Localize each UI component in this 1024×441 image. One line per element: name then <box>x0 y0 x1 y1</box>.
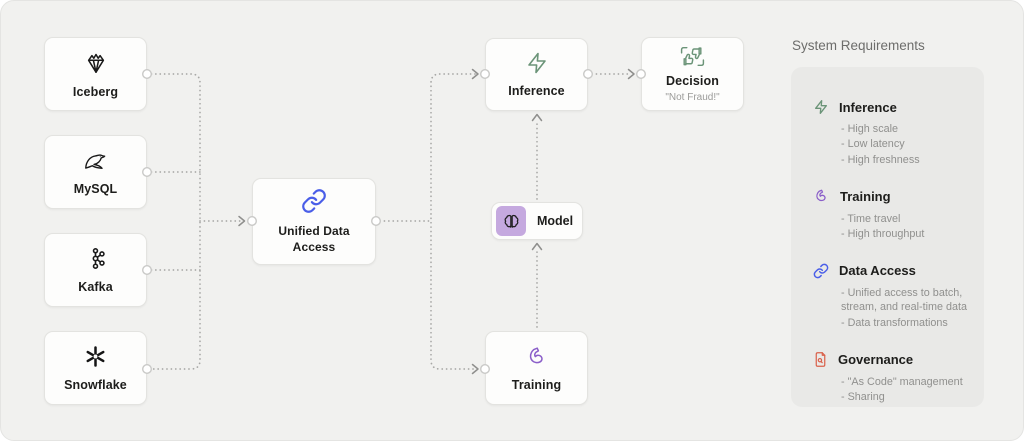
document-icon <box>813 351 828 368</box>
requirement-item: - Unified access to batch, stream, and r… <box>841 286 968 314</box>
node-label: Iceberg <box>72 84 119 99</box>
dolphin-icon <box>82 149 110 173</box>
node-label: Training <box>511 377 562 392</box>
node-sublabel: "Not Fraud!" <box>665 92 720 103</box>
muscle-icon <box>813 188 830 205</box>
section-title: Governance <box>838 351 914 367</box>
system-requirements-panel: Inference - High scale - Low latency - H… <box>791 67 984 407</box>
requirement-item: - Time travel <box>841 213 901 226</box>
link-icon <box>813 263 829 279</box>
requirement-section-inference: Inference - High scale - Low latency - H… <box>813 99 968 167</box>
brain-icon <box>502 213 521 230</box>
thumbs-decision-icon <box>679 45 706 68</box>
requirement-section-data-access: Data Access - Unified access to batch, s… <box>813 263 968 330</box>
section-title: Data Access <box>839 263 916 279</box>
node-training: Training <box>485 331 588 405</box>
snowflake-icon <box>83 344 108 369</box>
node-label: Model <box>537 214 574 228</box>
node-label: Snowflake <box>64 378 127 392</box>
kafka-icon <box>83 246 108 271</box>
iceberg-icon <box>83 50 109 76</box>
requirement-section-governance: Governance - "As Code" management - Shar… <box>813 351 968 405</box>
requirement-item: - High scale <box>841 123 899 135</box>
node-label: Unified Data Access <box>278 223 350 254</box>
requirement-section-training: Training - Time travel - High throughput <box>813 188 968 242</box>
zap-icon <box>813 99 829 115</box>
node-label: Kafka <box>78 280 113 294</box>
node-mysql: MySQL <box>44 135 147 209</box>
requirement-item: - High freshness <box>841 153 920 166</box>
node-decision: Decision "Not Fraud!" <box>641 37 744 111</box>
section-title: Inference <box>839 99 897 115</box>
link-icon <box>301 188 327 214</box>
requirement-item: - High throughput <box>841 228 925 241</box>
node-model: Model <box>491 202 583 240</box>
zap-icon <box>525 51 549 75</box>
model-tile <box>496 206 526 236</box>
node-label: Decision <box>666 74 719 88</box>
requirement-item: - Sharing <box>841 391 885 404</box>
requirement-item: - "As Code" management <box>841 375 963 388</box>
requirement-item: - Low latency <box>841 138 905 151</box>
node-snowflake: Snowflake <box>44 331 147 405</box>
requirement-item: - Data transformations <box>841 316 948 329</box>
muscle-icon <box>525 345 549 369</box>
node-iceberg: Iceberg <box>44 37 147 111</box>
node-unified-data-access: Unified Data Access <box>252 178 376 265</box>
panel-title: System Requirements <box>792 38 925 53</box>
node-label: MySQL <box>73 181 118 196</box>
node-inference: Inference <box>485 38 588 111</box>
node-label: Inference <box>508 84 565 98</box>
section-title: Training <box>840 189 891 205</box>
node-kafka: Kafka <box>44 233 147 307</box>
